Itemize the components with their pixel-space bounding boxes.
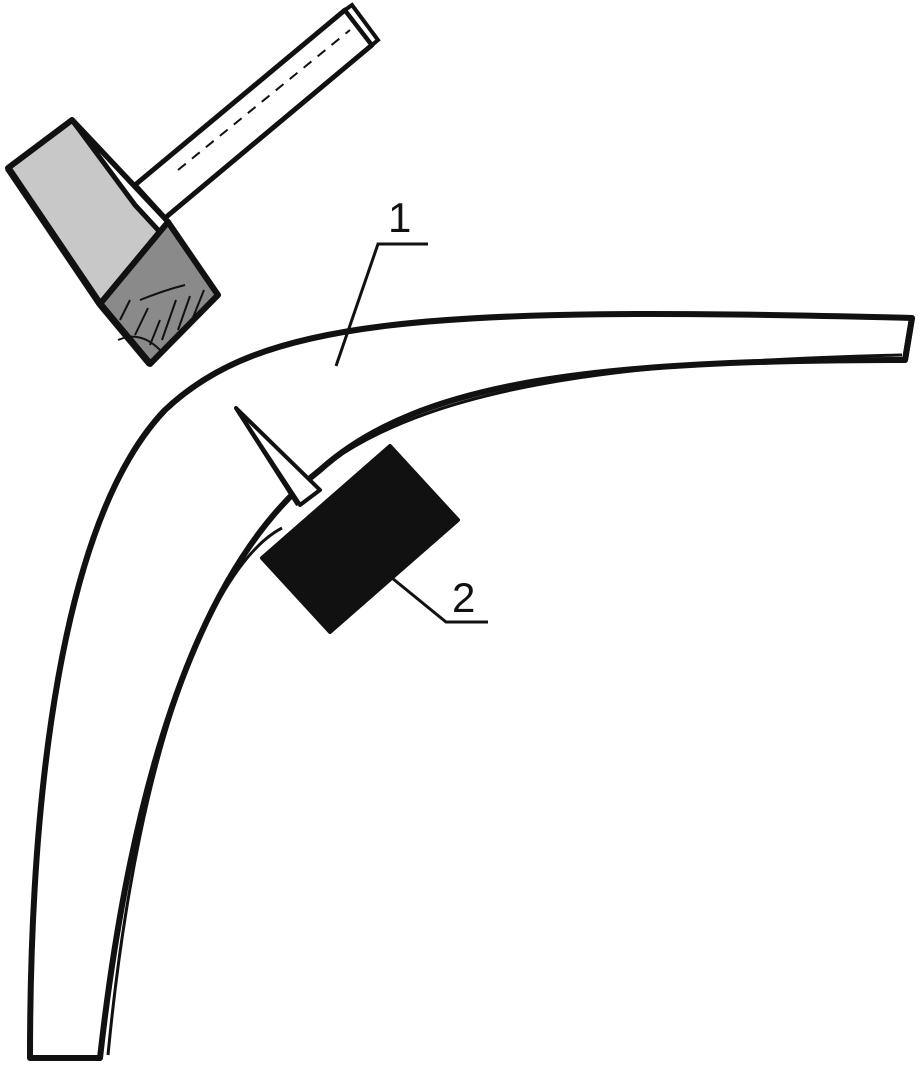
arrow-icon <box>234 406 322 507</box>
hammer-icon <box>5 2 381 367</box>
callout-1-label: 1 <box>388 194 411 241</box>
curved-workpiece <box>27 310 915 1061</box>
callout-2-label: 2 <box>452 574 475 621</box>
callout-1: 1 <box>334 194 428 367</box>
hammer-handle <box>132 2 381 221</box>
callout-2: 2 <box>391 574 488 624</box>
backing-block <box>260 444 460 634</box>
